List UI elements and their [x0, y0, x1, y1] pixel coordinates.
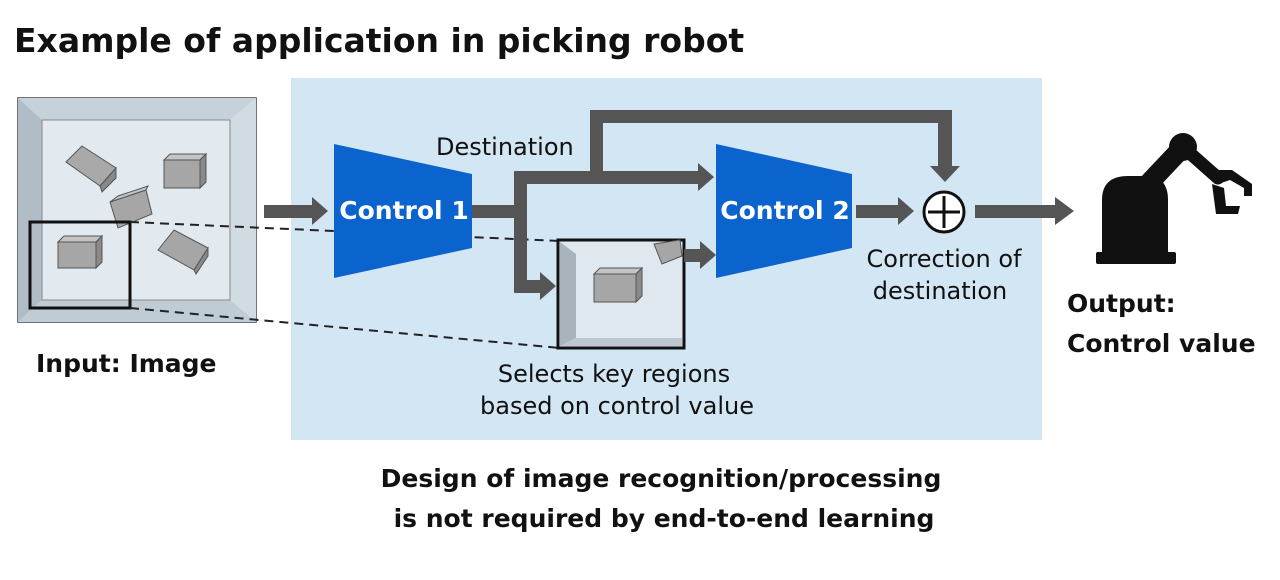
bottom-caption-line1: Design of image recognition/processing — [381, 464, 942, 493]
box-object — [56, 234, 104, 270]
control1-label: Control 1 — [339, 196, 468, 225]
box-object — [157, 229, 209, 275]
arrow-input-to-control1 — [264, 197, 328, 225]
adder-plus-icon — [922, 190, 966, 234]
box-object — [65, 145, 117, 193]
correction-label-line2: destination — [873, 277, 1007, 305]
arrow-control2-to-adder — [856, 197, 914, 225]
diagram-title: Example of application in picking robot — [14, 21, 744, 60]
control1-block — [334, 144, 472, 278]
input-label: Input: Image — [36, 349, 217, 378]
selection-box — [28, 220, 132, 310]
cropped-region-image — [556, 238, 686, 350]
input-image — [17, 97, 257, 323]
control2-label: Control 2 — [720, 196, 849, 225]
arrow-adder-to-robot — [975, 197, 1074, 225]
projection-line-bottom — [129, 307, 561, 349]
selects-label-line1: Selects key regions — [498, 360, 730, 388]
bottom-caption-line2: is not required by end-to-end learning — [394, 504, 935, 533]
output-label-line1: Output: — [1067, 289, 1176, 318]
arrow-crop-to-control2 — [684, 241, 716, 269]
control2-block — [716, 144, 852, 278]
arrow-control1-branch — [472, 110, 960, 300]
output-label-line2: Control value — [1067, 329, 1256, 358]
destination-label: Destination — [436, 133, 574, 161]
box-object — [162, 152, 208, 190]
box-object — [109, 185, 153, 229]
robot-arm-icon — [1096, 133, 1252, 264]
selects-label-line2: based on control value — [480, 392, 754, 420]
correction-label-line1: Correction of — [867, 245, 1022, 273]
